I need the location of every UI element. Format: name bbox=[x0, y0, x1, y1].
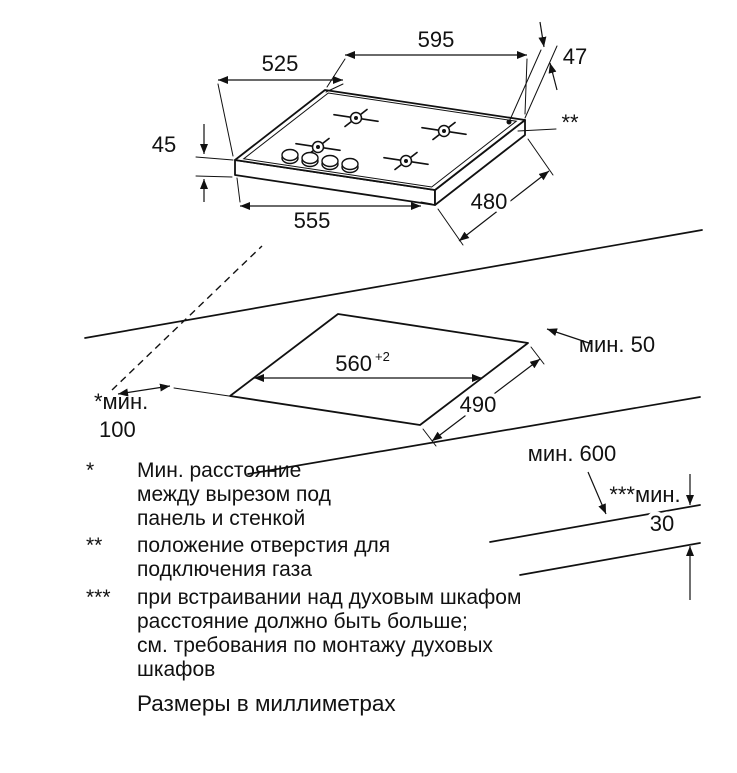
units-note: Размеры в миллиметрах bbox=[137, 691, 396, 716]
gas-position-marker: ** bbox=[517, 110, 579, 135]
footnote-2-line-1: положение отверстия для bbox=[137, 534, 390, 557]
dim-hob-width: 595 bbox=[326, 27, 528, 115]
gas-marker-label: ** bbox=[561, 110, 579, 135]
footnote-3-line-4: шкафов bbox=[137, 658, 215, 681]
dim-hob-depth: 525 bbox=[217, 51, 344, 157]
cutout-width-tolerance-label: +2 bbox=[375, 349, 390, 364]
control-knobs bbox=[281, 148, 359, 174]
footnote-2-marker: ** bbox=[86, 534, 102, 557]
dim-min-front: мин. 600 bbox=[528, 441, 617, 515]
hob-width-label: 595 bbox=[418, 27, 455, 52]
footnote-3-line-2: расстояние должно быть больше; bbox=[137, 610, 468, 633]
dim-min-back: мин. 50 bbox=[546, 328, 655, 357]
dim-cutout-width: 560 +2 bbox=[254, 345, 482, 382]
burner-grate-back-left bbox=[333, 108, 379, 128]
worktop-lower-edge bbox=[489, 504, 701, 543]
dim-cutout-depth: 490 bbox=[422, 346, 545, 447]
burner-grate-front-right bbox=[383, 151, 429, 171]
min-front-label: мин. 600 bbox=[528, 441, 617, 466]
min-side-marker-label: *мин. bbox=[94, 389, 148, 414]
footnote-3-line-1: при встраивании над духовым шкафом bbox=[137, 586, 521, 609]
dim-hob-body-depth: 480 bbox=[437, 138, 554, 246]
dim-min-side: *мин. 100 bbox=[94, 383, 230, 442]
hob-depth-label: 525 bbox=[262, 51, 299, 76]
dim-hob-body-width: 555 bbox=[236, 177, 433, 233]
burner-grate-back-right bbox=[421, 121, 467, 141]
footnote-1-marker: * bbox=[86, 459, 94, 482]
footnote-3-marker: *** bbox=[86, 586, 111, 609]
hob-body-width-label: 555 bbox=[294, 208, 331, 233]
min-oven-value-label: 30 bbox=[650, 511, 674, 536]
cutout-depth-label: 490 bbox=[460, 392, 497, 417]
footnote-1-line-2: между вырезом под bbox=[137, 483, 331, 506]
hob-height-label: 45 bbox=[152, 132, 176, 157]
min-oven-marker-label: ***мин. bbox=[609, 482, 680, 507]
hob-isometric-view bbox=[234, 89, 526, 206]
gas-offset-label: 47 bbox=[563, 44, 587, 69]
footnote-1-line-1: Мин. расстояние bbox=[137, 459, 301, 482]
cutout-width-label: 560 bbox=[335, 351, 372, 376]
footnotes: * Мин. расстояние между вырезом под пане… bbox=[86, 459, 521, 716]
hob-body-depth-label: 480 bbox=[471, 189, 508, 214]
worktop-back-edge bbox=[84, 229, 703, 339]
min-back-label: мин. 50 bbox=[579, 332, 655, 357]
footnote-3-line-3: см. требования по монтажу духовых bbox=[137, 634, 493, 657]
dim-gas-offset: 47 bbox=[508, 21, 587, 123]
side-wall-dashed-line bbox=[111, 245, 263, 391]
hob-top-rim bbox=[242, 92, 518, 188]
dim-hob-height: 45 bbox=[152, 124, 234, 202]
oven-top-edge bbox=[519, 542, 701, 576]
dim-min-oven-gap: ***мин. 30 bbox=[609, 474, 694, 600]
min-side-value-label: 100 bbox=[99, 417, 136, 442]
footnote-1-line-3: панель и стенкой bbox=[137, 507, 305, 530]
footnote-2-line-2: подключения газа bbox=[137, 558, 312, 581]
